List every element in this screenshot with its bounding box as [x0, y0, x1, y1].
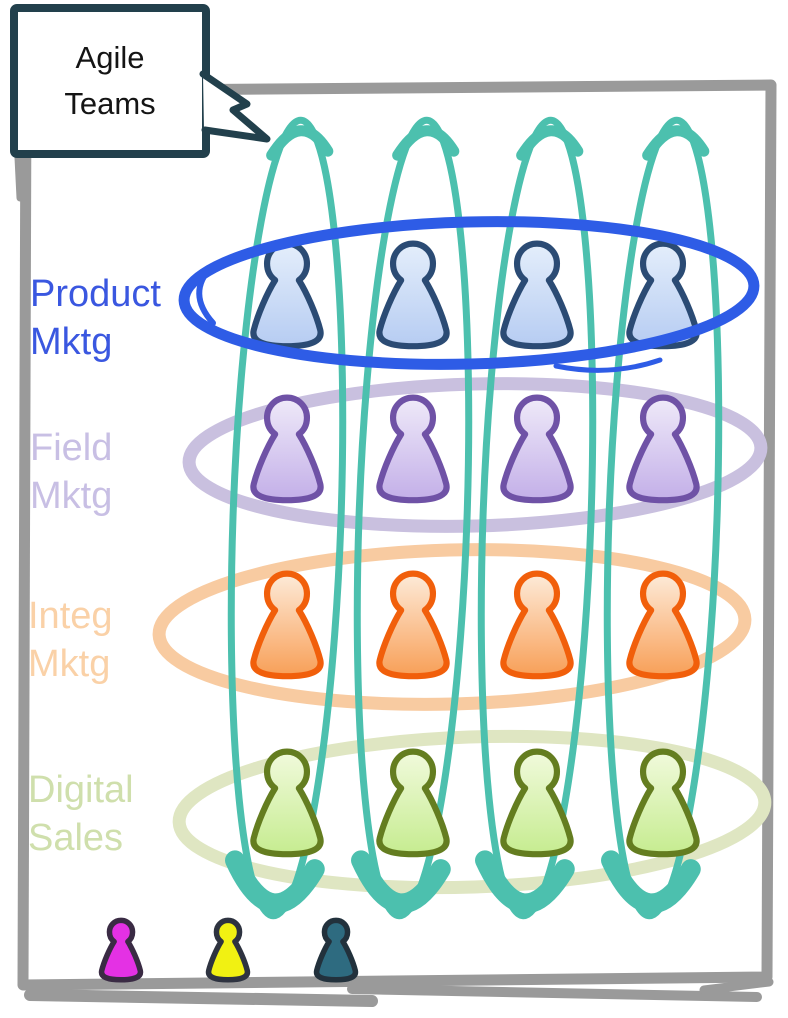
pawn-product-mktg [503, 244, 570, 347]
field-mktg-ellipse [182, 377, 768, 533]
pawn-digital-sales [379, 752, 446, 855]
digital-sales-ellipse [172, 729, 772, 895]
row-label-field-mktg: Field Mktg [30, 427, 113, 517]
integ-mktg-pawns [253, 574, 696, 677]
pawn-product-mktg [253, 244, 320, 347]
pawn-field-mktg [379, 398, 446, 501]
agile-teams-callout [10, 4, 271, 158]
pawn-product-mktg [379, 244, 446, 347]
agile-team-ellipse [601, 116, 723, 920]
pawn-integ-mktg [629, 574, 696, 677]
magenta-pawn [102, 920, 141, 979]
yellow-pawn [209, 920, 248, 979]
callout-label: Agile Teams [64, 40, 156, 121]
pawn-integ-mktg [503, 574, 570, 677]
agile-team-ellipse [475, 116, 597, 920]
row-label-product-mktg: Product Mktg [30, 273, 161, 363]
row-label-integ-mktg: Integ Mktg [28, 595, 113, 685]
pawn-digital-sales [503, 752, 570, 855]
agile-team-ellipse [351, 116, 473, 920]
product-mktg-ellipse [178, 216, 760, 373]
legend-pawns [102, 920, 356, 979]
teal-pawn [317, 920, 356, 979]
pawn-integ-mktg [253, 574, 320, 677]
pawn-field-mktg [503, 398, 570, 501]
row-label-digital-sales: Digital Sales [28, 769, 134, 859]
pawn-digital-sales [629, 752, 696, 855]
pawn-field-mktg [629, 398, 696, 501]
field-mktg-pawns [253, 398, 696, 501]
pawn-integ-mktg [379, 574, 446, 677]
agile-team-ellipse [225, 116, 347, 920]
agile-team-ellipses [225, 116, 723, 920]
